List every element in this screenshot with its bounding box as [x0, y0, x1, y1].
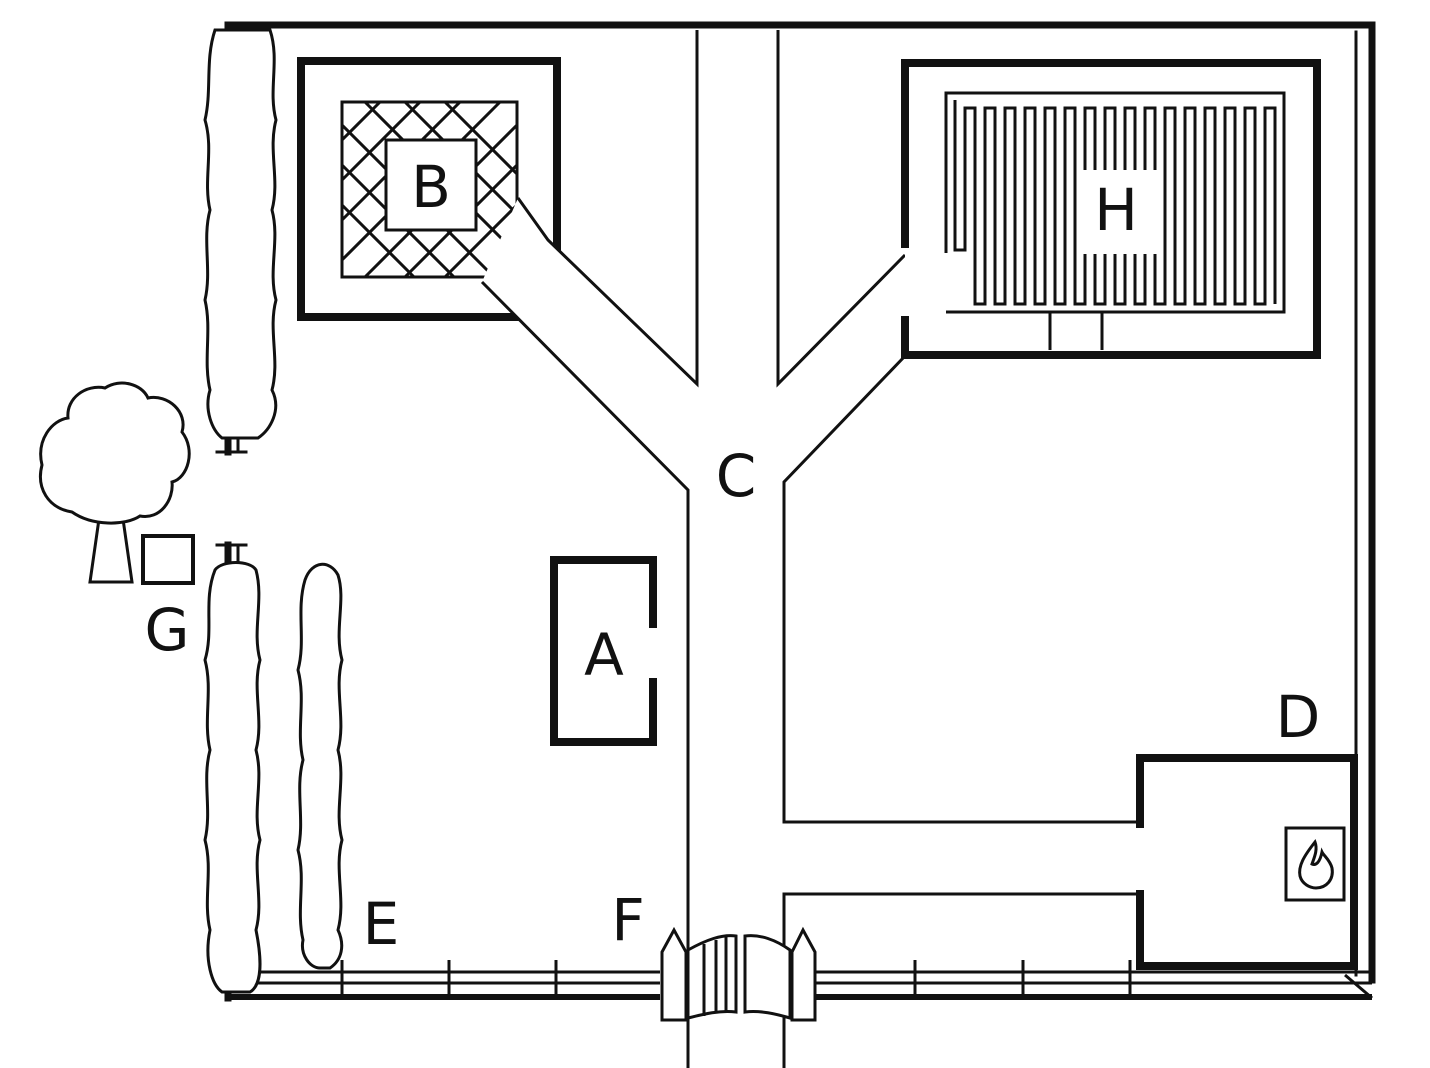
fire-icon [1298, 838, 1334, 890]
label-d: D [1276, 683, 1321, 751]
hedges [203, 28, 344, 994]
hedge-upper-left [203, 28, 278, 440]
map-labels: A B C D E F G H [145, 153, 1321, 958]
label-e: E [363, 890, 400, 958]
label-h: H [1094, 176, 1138, 244]
hedge-inner [296, 562, 344, 970]
tree-icon [39, 381, 191, 584]
label-a: A [584, 621, 624, 689]
label-g: G [145, 596, 190, 664]
area-a [550, 556, 657, 746]
area-g-box [141, 534, 195, 585]
paths [480, 30, 1140, 1068]
bottom-fence [228, 960, 1373, 1000]
area-d [1136, 754, 1358, 970]
label-b: B [411, 153, 451, 221]
label-f: F [611, 886, 644, 954]
label-c: C [716, 442, 757, 510]
area-h [901, 59, 1321, 359]
gate-icon [660, 926, 817, 1022]
hedge-lower-left [203, 561, 262, 994]
